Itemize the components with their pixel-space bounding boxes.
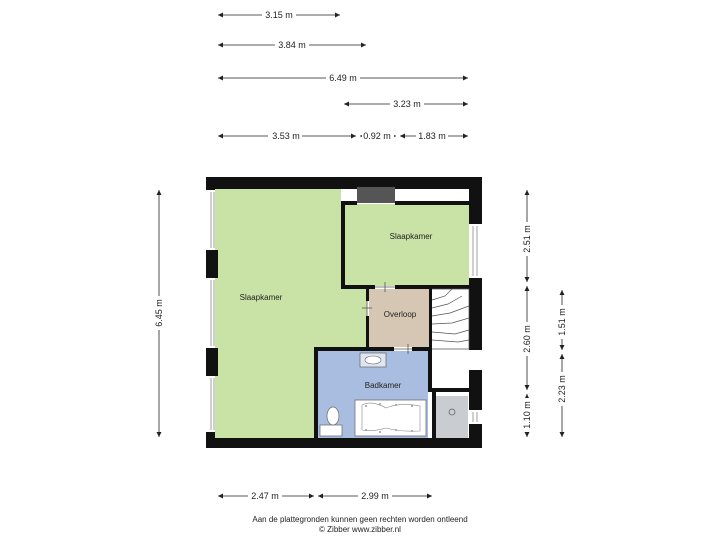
toilet-icon (326, 406, 340, 426)
dim-label: 2.23 m (557, 375, 567, 403)
room-fills (215, 189, 469, 438)
wall-interior (412, 347, 432, 351)
shower-area (436, 396, 468, 438)
dim-label: 6.45 m (154, 299, 164, 327)
sink-basin (364, 355, 382, 365)
dim-label: 3.53 m (272, 131, 300, 141)
windows (210, 192, 478, 430)
room-overloop (369, 289, 431, 347)
dim-label: 1.51 m (557, 308, 567, 336)
shower-drain-icon (448, 408, 456, 416)
room-label-badkamer: Badkamer (365, 381, 402, 390)
wall-left-bottom (206, 432, 215, 448)
dim-label: 2.47 m (251, 491, 279, 501)
room-label-overloop: Overloop (384, 310, 417, 319)
wall-interior (366, 287, 369, 301)
wall-bottom (206, 438, 482, 448)
door-markers (362, 282, 412, 354)
dim-label: 2.60 m (522, 325, 532, 353)
wall-right-mid (469, 278, 482, 350)
dim-label: 3.15 m (265, 10, 293, 20)
stair-step (431, 329, 470, 335)
room-label-slaapkamer-right: Slaapkamer (390, 232, 433, 241)
wall-interior (314, 347, 318, 438)
stair-step (431, 305, 470, 317)
wall-left-mid (206, 250, 218, 278)
room-slaapkamer-left (215, 189, 367, 438)
top-dimension-labels: 3.15 m 3.84 m 6.49 m 3.23 m 3.53 m 0.92 … (262, 9, 448, 142)
right-dimension-labels: 2.51 m 2.60 m 1.10 m 1.51 m 2.23 m (521, 222, 568, 432)
shaft (357, 187, 395, 203)
toilet-cistern-icon (319, 424, 343, 437)
staircase (431, 288, 470, 350)
wall-interior (395, 201, 469, 205)
wall-interior (341, 201, 357, 205)
wall-interior (366, 316, 369, 350)
dim-label: 6.49 m (329, 73, 357, 83)
footer-credit: © Zibber www.zibber.nl (319, 525, 401, 534)
dim-label: 2.99 m (361, 491, 389, 501)
wall-right-bottom (469, 424, 482, 448)
dim-label: 3.84 m (278, 40, 306, 50)
wall-interior (314, 347, 394, 351)
wall-interior (428, 347, 432, 390)
wall-top (206, 177, 482, 189)
room-label-slaapkamer-left: Slaapkamer (240, 293, 283, 302)
wall-interior (345, 285, 375, 289)
dim-label: 1.10 m (522, 401, 532, 429)
wall-right-low (469, 370, 482, 410)
wall-right-top (469, 177, 482, 224)
dim-label: 1.83 m (418, 131, 446, 141)
wall-left-top (206, 177, 215, 190)
dim-label: 3.23 m (393, 99, 421, 109)
stair-step (431, 295, 463, 309)
dim-label: 0.92 m (363, 131, 391, 141)
wall-interior (341, 201, 345, 289)
dim-label: 2.51 m (522, 225, 532, 253)
room-labels: Slaapkamer Slaapkamer Overloop Badkamer (240, 232, 433, 390)
wall-left-low (206, 348, 218, 376)
bathroom-fixtures (319, 352, 427, 437)
wall-interior (432, 392, 436, 438)
wall-interior (429, 287, 432, 349)
bottom-dimension-labels: 2.47 m 2.99 m (248, 490, 392, 502)
room-slaapkamer-right (345, 204, 469, 286)
stair-step (431, 317, 470, 325)
stair-step (431, 339, 470, 343)
bathtub-basin (361, 402, 421, 432)
walls (206, 177, 482, 448)
stair-step (431, 288, 453, 301)
stair-outline (432, 288, 470, 350)
wall-interior (428, 388, 469, 392)
footer-disclaimer: Aan de plattegronden kunnen geen rechten… (252, 515, 468, 524)
